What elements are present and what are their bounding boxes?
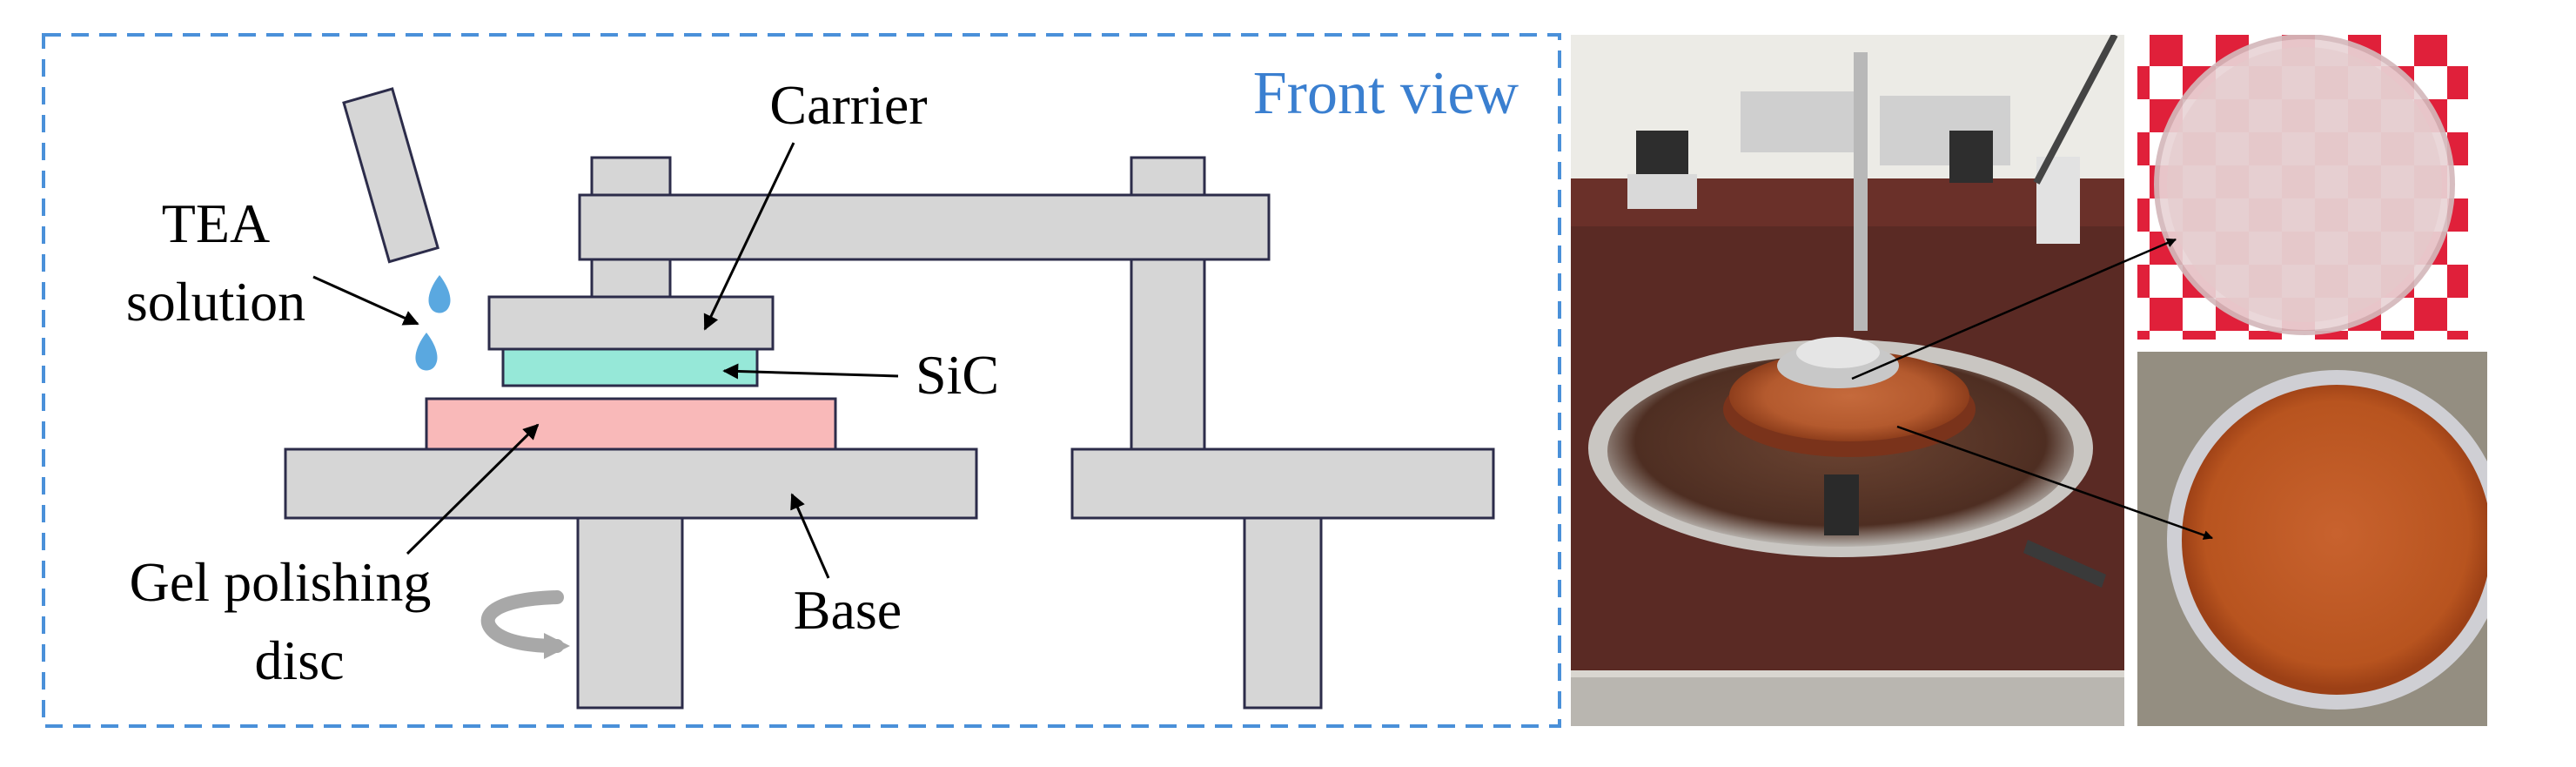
sic-wafer xyxy=(501,347,759,387)
spindle-cap xyxy=(590,156,672,198)
left-leg xyxy=(576,516,684,710)
dropper-tube xyxy=(342,87,439,264)
polishing-machine-photo xyxy=(1571,35,2124,726)
schematic: Front view Carrier TEA solution SiC Gel … xyxy=(42,33,1561,728)
tea-arrow xyxy=(312,275,419,326)
spindle-shaft xyxy=(590,256,672,299)
dashed-frame xyxy=(42,33,1561,728)
gel-label-line1: Gel polishing xyxy=(130,551,432,613)
sic-label: SiC xyxy=(916,344,999,406)
droplet-lower xyxy=(415,333,438,371)
right-leg xyxy=(1243,516,1323,710)
base-label: Base xyxy=(794,579,902,641)
polished-sic-wafer-photo xyxy=(2137,35,2468,340)
right-column-cap xyxy=(1130,156,1206,198)
carrier-block xyxy=(487,295,775,351)
disc-pointer-arrow xyxy=(1896,425,2214,540)
rotation-arrow xyxy=(480,590,570,659)
gel-label-line2: disc xyxy=(254,629,344,691)
right-base-plate xyxy=(1070,447,1495,520)
base-arrow xyxy=(790,493,830,579)
tea-label-line2: solution xyxy=(126,271,305,333)
top-arm xyxy=(578,193,1271,261)
sic-arrow xyxy=(722,363,899,380)
tea-label-line1: TEA xyxy=(162,192,270,254)
front-view-title: Front view xyxy=(1253,60,1519,127)
carrier-arrow xyxy=(703,142,795,331)
gel-arrow xyxy=(406,423,540,555)
right-column xyxy=(1130,256,1206,451)
left-base-plate xyxy=(284,447,978,520)
carrier-label: Carrier xyxy=(769,74,927,136)
droplet-upper xyxy=(428,275,451,313)
wafer-pointer-arrow xyxy=(1851,238,2177,380)
gel-polishing-disc xyxy=(425,397,837,451)
gel-polishing-disc-photo xyxy=(2137,352,2487,726)
